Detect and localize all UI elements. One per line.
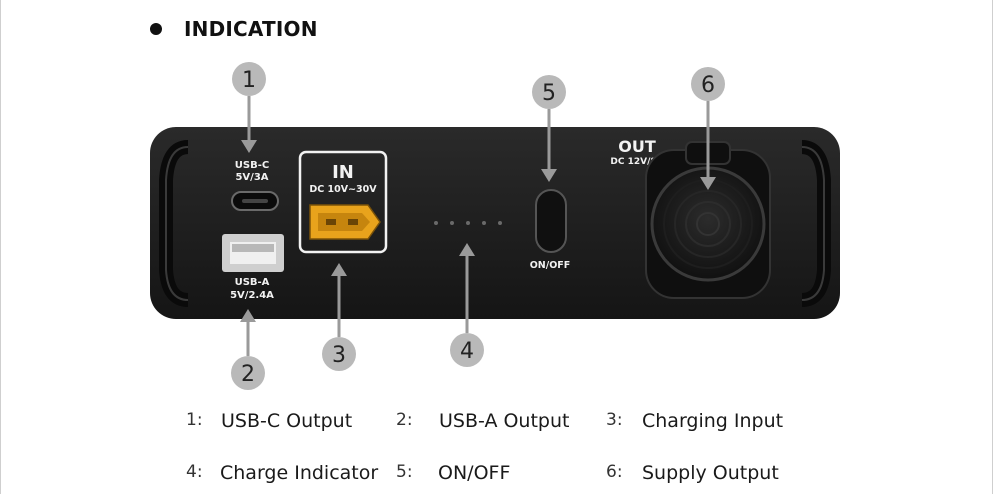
heading-title: INDICATION bbox=[184, 17, 318, 41]
legend-label: ON/OFF bbox=[438, 462, 511, 484]
input-box bbox=[298, 150, 388, 254]
legend-number: 2: bbox=[396, 410, 413, 430]
callout-6: 6 bbox=[691, 67, 725, 190]
usb-a-label: USB-A bbox=[235, 277, 270, 288]
power-button-label: ON/OFF bbox=[530, 260, 571, 271]
output-spec: DC 12V/8A bbox=[610, 157, 663, 167]
svg-text:1: 1 bbox=[242, 68, 256, 93]
callout-4: 4 bbox=[450, 243, 484, 367]
svg-text:5: 5 bbox=[542, 81, 556, 106]
right-handle bbox=[801, 140, 831, 307]
charge-indicator-leds bbox=[434, 221, 502, 225]
callout-2: 2 bbox=[231, 309, 265, 390]
device-diagram: USB-C 5V/3A USB-A 5V/2.4A IN DC 10V~30V … bbox=[150, 62, 840, 390]
svg-text:3: 3 bbox=[332, 343, 346, 368]
frame-border-left bbox=[0, 0, 1, 494]
legend-number: 5: bbox=[396, 462, 413, 482]
section-heading: INDICATION bbox=[150, 14, 318, 44]
svg-text:2: 2 bbox=[241, 362, 255, 387]
frame-border-right bbox=[992, 0, 993, 494]
usb-c-label: USB-C bbox=[235, 160, 269, 171]
input-spec: DC 10V~30V bbox=[309, 184, 377, 195]
legend-label: Charge Indicator bbox=[220, 462, 379, 484]
legend-number: 1: bbox=[186, 410, 203, 430]
legend-label: USB-C Output bbox=[221, 410, 353, 432]
bullet-icon bbox=[150, 23, 162, 35]
svg-text:6: 6 bbox=[701, 73, 715, 98]
power-button bbox=[535, 189, 567, 253]
usb-c-spec: 5V/3A bbox=[235, 172, 268, 183]
callout-3: 3 bbox=[322, 263, 356, 371]
output-label: OUT bbox=[618, 137, 656, 156]
callout-5: 5 bbox=[532, 75, 566, 182]
legend-label: USB-A Output bbox=[439, 410, 570, 432]
svg-text:4: 4 bbox=[460, 339, 474, 364]
legend-number: 3: bbox=[606, 410, 623, 430]
legend-number: 4: bbox=[186, 462, 203, 482]
callout-1: 1 bbox=[232, 62, 266, 153]
legend-label: Charging Input bbox=[642, 410, 784, 432]
input-label: IN bbox=[332, 162, 354, 183]
legend-label: Supply Output bbox=[642, 462, 779, 484]
legend-number: 6: bbox=[606, 462, 623, 482]
xt60-connector-icon bbox=[309, 204, 381, 240]
left-handle bbox=[159, 140, 189, 307]
usb-a-spec: 5V/2.4A bbox=[230, 290, 274, 301]
